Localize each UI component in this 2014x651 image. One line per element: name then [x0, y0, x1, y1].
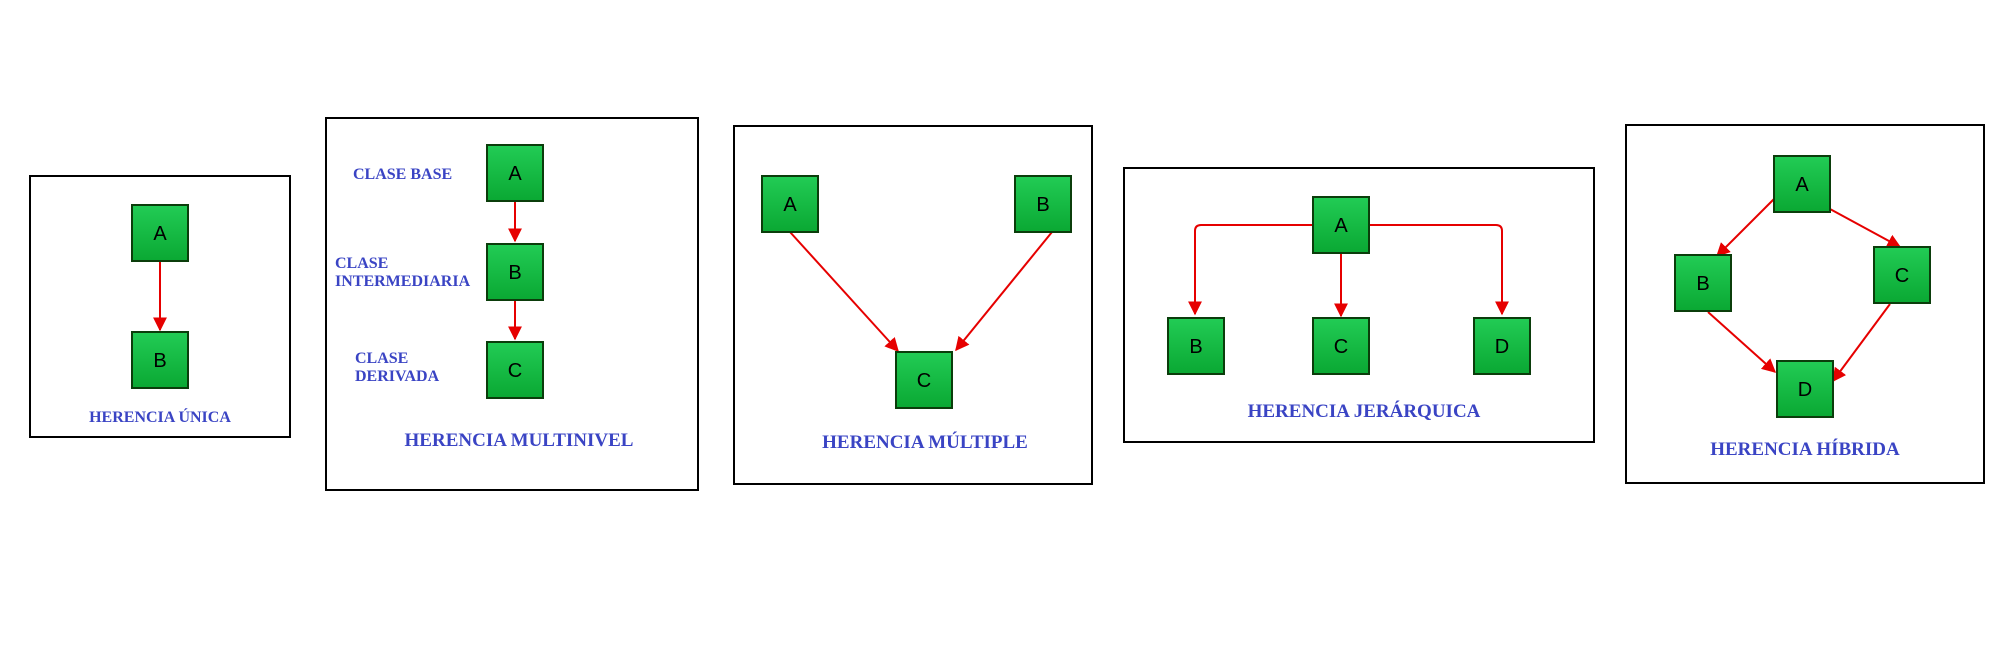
node-a: A — [761, 175, 819, 233]
node-label: A — [508, 163, 522, 185]
panel-title: HERENCIA JERÁRQUICA — [1248, 400, 1481, 422]
node-label: B — [1189, 336, 1202, 358]
edge-a-to-d — [1369, 224, 1509, 316]
panel-title: HERENCIA MÚLTIPLE — [822, 431, 1028, 453]
edge-b-to-c — [955, 231, 1053, 352]
node-label: B — [1036, 194, 1049, 216]
label-clase-intermediaria-line2: INTERMEDIARIA — [335, 273, 471, 290]
node-b: B — [486, 243, 544, 301]
node-a: A — [1773, 155, 1831, 213]
node-label: A — [1795, 174, 1809, 196]
edge-b-to-d — [1707, 311, 1777, 373]
node-label: C — [508, 360, 522, 382]
panel-herencia-hibrida: A B C D HERENCIA HÍBRIDA — [1625, 124, 1985, 484]
node-box — [131, 204, 189, 262]
node-label: B — [508, 262, 521, 284]
label-clase-derivada-line1: CLASE — [355, 350, 408, 367]
edge-c-to-d — [1832, 303, 1891, 383]
node-box — [1873, 246, 1931, 304]
node-d: D — [1776, 360, 1834, 418]
label-clase-derivada-line2: DERIVADA — [355, 368, 440, 385]
node-c: C — [1312, 317, 1370, 375]
panel-herencia-unica: A B HERENCIA ÚNICA — [29, 175, 291, 438]
label-clase-intermediaria-line1: CLASE — [335, 255, 388, 272]
edge-a-to-b — [1716, 198, 1775, 257]
node-label: B — [153, 350, 166, 372]
node-a: A — [131, 204, 189, 262]
node-label: C — [1334, 336, 1348, 358]
node-label: C — [917, 370, 931, 392]
node-label: A — [1334, 215, 1348, 237]
node-label: D — [1495, 336, 1509, 358]
node-b: B — [131, 331, 189, 389]
label-clase-base: CLASE BASE — [353, 166, 452, 183]
node-b: B — [1674, 254, 1732, 312]
node-box — [1674, 254, 1732, 312]
node-box — [131, 331, 189, 389]
node-box — [1312, 196, 1370, 254]
node-box — [895, 351, 953, 409]
panel-title: HERENCIA HÍBRIDA — [1710, 438, 1900, 460]
node-a: A — [1312, 196, 1370, 254]
node-c: C — [1873, 246, 1931, 304]
edge-a-to-b — [1188, 224, 1313, 316]
panel-herencia-jerarquica: A B C D HERENCIA JERÁRQUICA — [1123, 167, 1595, 443]
node-box — [486, 243, 544, 301]
node-box — [1014, 175, 1072, 233]
panel-title: HERENCIA MULTINIVEL — [405, 430, 634, 451]
node-a: A — [486, 144, 544, 202]
node-box — [1773, 155, 1831, 213]
node-c: C — [486, 341, 544, 399]
panel-title: HERENCIA ÚNICA — [89, 407, 231, 426]
node-box — [486, 341, 544, 399]
node-label: A — [153, 223, 167, 245]
node-label: B — [1696, 273, 1709, 295]
node-label: C — [1895, 265, 1909, 287]
node-b: B — [1167, 317, 1225, 375]
node-box — [1776, 360, 1834, 418]
node-box — [761, 175, 819, 233]
node-box — [1473, 317, 1531, 375]
node-d: D — [1473, 317, 1531, 375]
panel-herencia-multinivel: A B C CLASE BASE CLASE INTERMEDIARIA CLA… — [325, 117, 699, 491]
edge-a-to-c — [1829, 208, 1902, 248]
edge-a-to-c — [789, 231, 899, 353]
node-label: A — [783, 194, 797, 216]
panel-herencia-multiple: A B C HERENCIA MÚLTIPLE — [733, 125, 1093, 485]
node-box — [486, 144, 544, 202]
node-label: D — [1798, 379, 1812, 401]
node-c: C — [895, 351, 953, 409]
node-b: B — [1014, 175, 1072, 233]
node-box — [1312, 317, 1370, 375]
node-box — [1167, 317, 1225, 375]
